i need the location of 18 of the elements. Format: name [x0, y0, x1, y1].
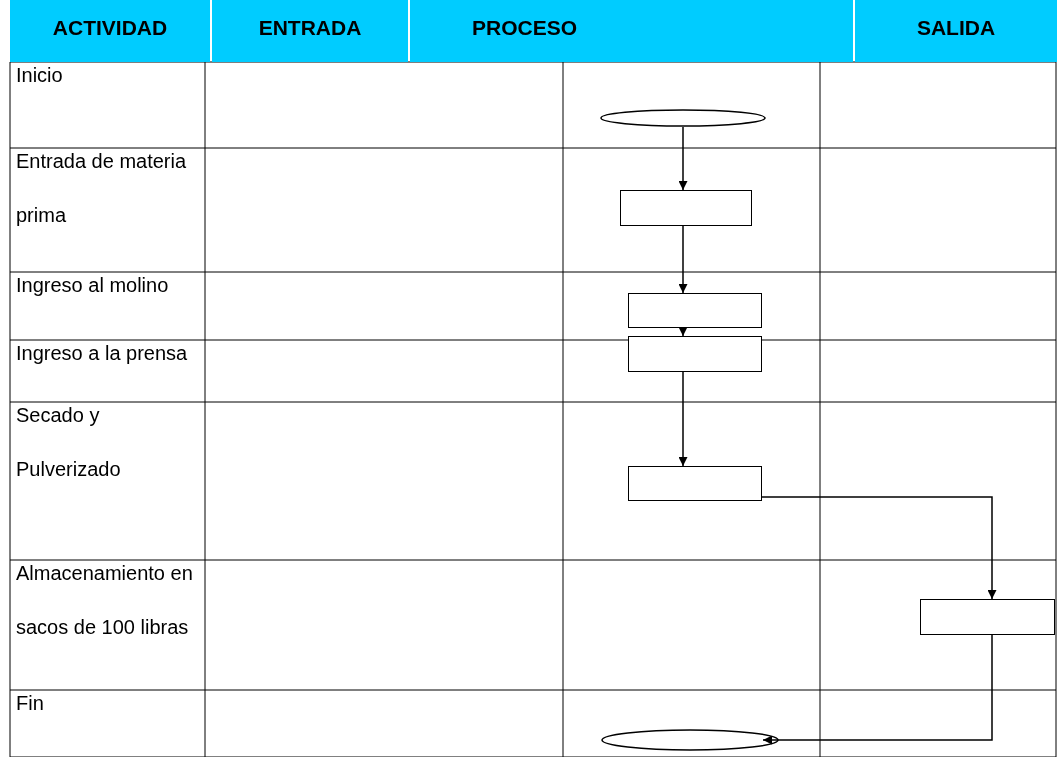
activity-label: Ingreso al molino [15, 273, 170, 298]
activity-label: Almacenamiento en sacos de 100 libras [15, 561, 194, 640]
activity-label: Secado y Pulverizado [15, 403, 122, 482]
process-box [628, 293, 762, 328]
column-header: SALIDA [855, 0, 1057, 62]
process-box [628, 466, 762, 501]
terminator-ellipse [600, 109, 766, 127]
activity-label: Entrada de materia prima [15, 149, 188, 228]
process-box [920, 599, 1055, 635]
process-box [628, 336, 762, 372]
activity-label: Fin [15, 691, 45, 716]
column-header: ACTIVIDAD [10, 0, 210, 62]
activity-label: Inicio [15, 63, 64, 88]
activity-label: Ingreso a la prensa [15, 341, 189, 366]
column-header: PROCESO [410, 0, 853, 62]
terminator-ellipse [601, 729, 779, 751]
process-box [620, 190, 752, 226]
column-header: ENTRADA [212, 0, 408, 62]
